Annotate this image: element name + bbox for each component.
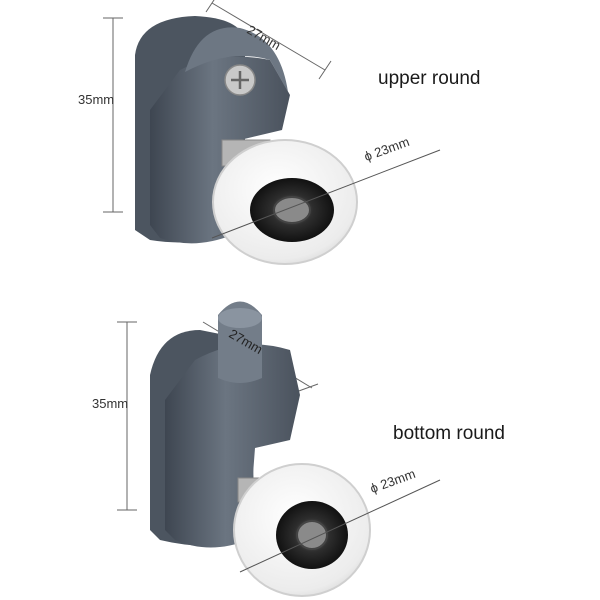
- upper-body-cap: [185, 27, 288, 92]
- upper-width-tick-left: [205, 0, 215, 13]
- upper-height-label: 35mm: [78, 92, 115, 107]
- bottom-body-front: [165, 344, 300, 548]
- bottom-caption: bottom round: [393, 423, 505, 444]
- upper-diameter-dimension-line: [211, 149, 441, 239]
- upper-caption: upper round: [378, 68, 481, 89]
- upper-width-tick-right: [318, 60, 332, 80]
- bottom-roller: [117, 301, 441, 597]
- bottom-guide-pin-top: [218, 308, 262, 328]
- bottom-height-label: 35mm: [92, 396, 129, 411]
- bottom-bearing-hub: [296, 520, 328, 550]
- upper-bearing-hub: [273, 196, 311, 224]
- upper-body-front: [150, 56, 290, 244]
- bottom-width-tick-right: [295, 383, 319, 393]
- upper-width-dimension-line: [211, 2, 326, 71]
- bottom-diameter-dimension-line: [239, 479, 441, 573]
- upper-roller: [103, 0, 441, 265]
